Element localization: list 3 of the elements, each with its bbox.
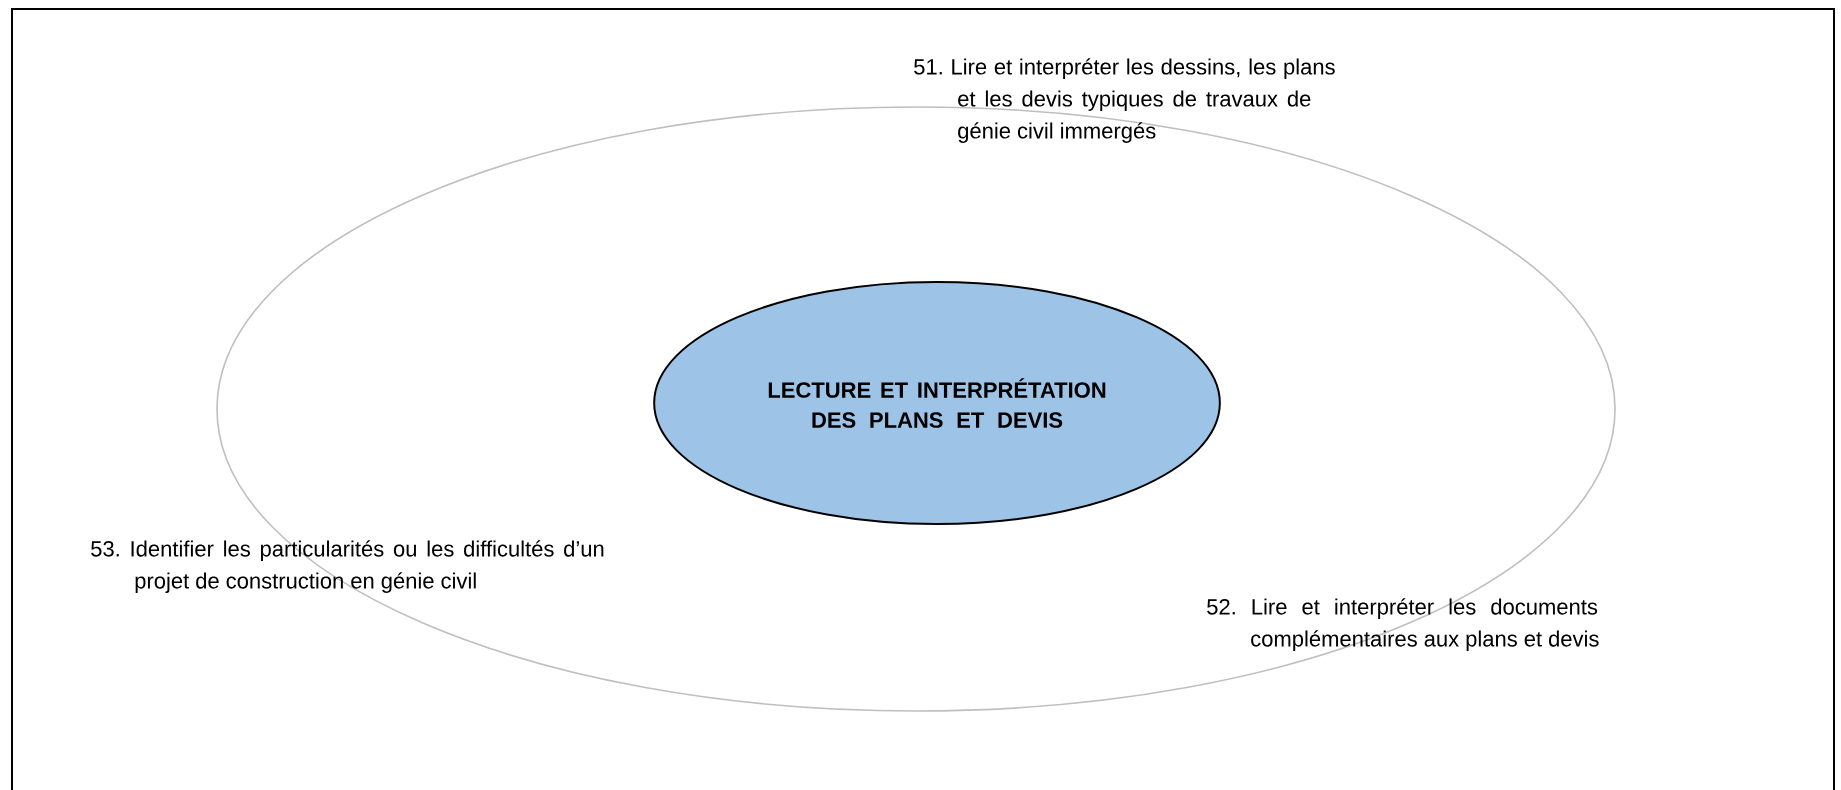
item-text: 52. Lire et interpréter les documents complémentaires aux plans et devis — [1207, 598, 1599, 651]
item-text: 53. Identifier les particularités ou les difficultés d’un projet de construction en génie civil — [91, 540, 604, 593]
item-text: 51. Lire et interpréter les dessins, les plans et les devis typiques de travaux de génie civil immergés — [914, 58, 1335, 143]
